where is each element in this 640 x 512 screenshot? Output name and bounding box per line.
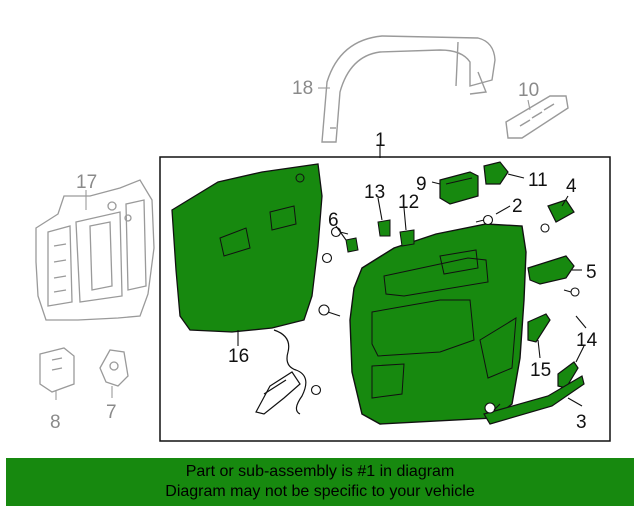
callout-10: 10 xyxy=(518,80,539,101)
callout-3: 3 xyxy=(576,412,587,433)
callout-5: 5 xyxy=(586,262,597,283)
callout-11: 11 xyxy=(528,170,548,191)
door-trim-panel[interactable] xyxy=(349,223,527,425)
screws xyxy=(310,214,580,414)
part-17-door-module xyxy=(35,179,155,321)
callout-2: 2 xyxy=(512,196,523,217)
callout-9: 9 xyxy=(416,174,427,195)
wiring-harness xyxy=(255,329,307,415)
banner-line-1: Part or sub-assembly is #1 in diagram xyxy=(185,463,455,480)
part-14-reflector[interactable] xyxy=(557,361,579,389)
callout-18: 18 xyxy=(292,78,313,99)
callout-15: 15 xyxy=(530,360,551,381)
callout-17: 17 xyxy=(76,172,97,193)
part-4-bracket[interactable] xyxy=(547,199,575,223)
leader-lines xyxy=(237,146,587,407)
part-16-panel[interactable] xyxy=(171,163,323,333)
assembly-1-box xyxy=(159,156,611,442)
callout-7: 7 xyxy=(106,402,117,423)
callout-13: 13 xyxy=(364,182,385,203)
part-12-clip[interactable] xyxy=(399,229,415,247)
part-10-switch-bezel xyxy=(505,95,569,139)
banner-line-2: Diagram may not be specific to your vehi… xyxy=(165,483,475,500)
part-15-pull-cup[interactable] xyxy=(527,313,551,343)
part-5-handle[interactable] xyxy=(527,255,575,285)
part-8-clip xyxy=(39,347,75,393)
callout-1: 1 xyxy=(375,130,386,151)
info-banner: Part or sub-assembly is #1 in diagram Di… xyxy=(6,458,634,506)
callout-12: 12 xyxy=(398,192,419,213)
callout-16: 16 xyxy=(228,346,249,367)
part-7-bracket xyxy=(99,349,129,387)
part-9-switch[interactable] xyxy=(439,171,479,205)
callout-6: 6 xyxy=(328,210,339,231)
callouts: 1 2 3 4 5 6 7 8 9 10 11 12 13 14 15 16 1… xyxy=(50,78,598,433)
parts-diagram: 1 2 3 4 5 6 7 8 9 10 11 12 13 14 15 16 1… xyxy=(35,35,611,442)
leader-lines-context xyxy=(55,87,531,400)
callout-4: 4 xyxy=(566,176,577,197)
part-6-push-pin[interactable] xyxy=(345,237,359,253)
part-3-lower-strip[interactable] xyxy=(483,375,585,425)
part-13-clip[interactable] xyxy=(377,219,391,237)
part-11-switch[interactable] xyxy=(483,161,509,185)
callout-8: 8 xyxy=(50,412,61,433)
callout-14: 14 xyxy=(576,330,598,351)
part-18-frame-molding xyxy=(321,35,496,143)
